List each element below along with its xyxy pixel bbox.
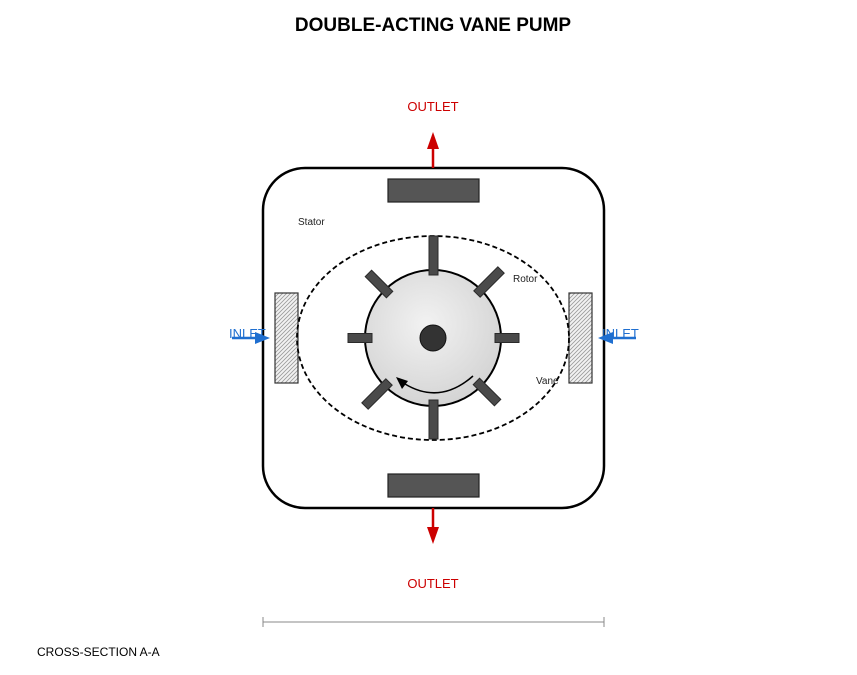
outlet-port-top [387, 178, 480, 203]
vane-upper-left [364, 269, 394, 299]
dimension-line [262, 617, 605, 627]
vane-label: Vane [536, 376, 559, 387]
section-caption: CROSS-SECTION A-A [37, 645, 160, 659]
stator-label: Stator [298, 217, 325, 228]
inlet-label-right: INLET [602, 326, 639, 341]
vane-lower-left [361, 378, 393, 410]
inlet-port-right [568, 292, 593, 384]
vane-bottom [428, 399, 439, 440]
inlet-label-left: INLET [229, 326, 266, 341]
inlet-arrow-right-icon [598, 332, 636, 344]
inlet-port-left [274, 292, 299, 384]
outlet-arrow-top-icon [427, 132, 439, 168]
vane-right [494, 333, 520, 343]
vane-top [428, 235, 439, 276]
vane-left [347, 333, 373, 343]
diagram-title: DOUBLE-ACTING VANE PUMP [295, 15, 572, 36]
outlet-label-bottom: OUTLET [407, 576, 458, 591]
rotation-arrow-icon [396, 375, 474, 394]
vane-lower-right [472, 377, 502, 407]
outlet-label-top: OUTLET [407, 99, 458, 114]
outlet-arrow-bottom-icon [427, 508, 439, 544]
inlet-arrow-left-icon [232, 332, 270, 344]
vanes [347, 235, 520, 440]
outlet-port-bottom [387, 473, 480, 498]
rotor-label: Rotor [513, 274, 538, 285]
drive-shaft [419, 324, 447, 352]
vane-upper-right [473, 266, 505, 298]
